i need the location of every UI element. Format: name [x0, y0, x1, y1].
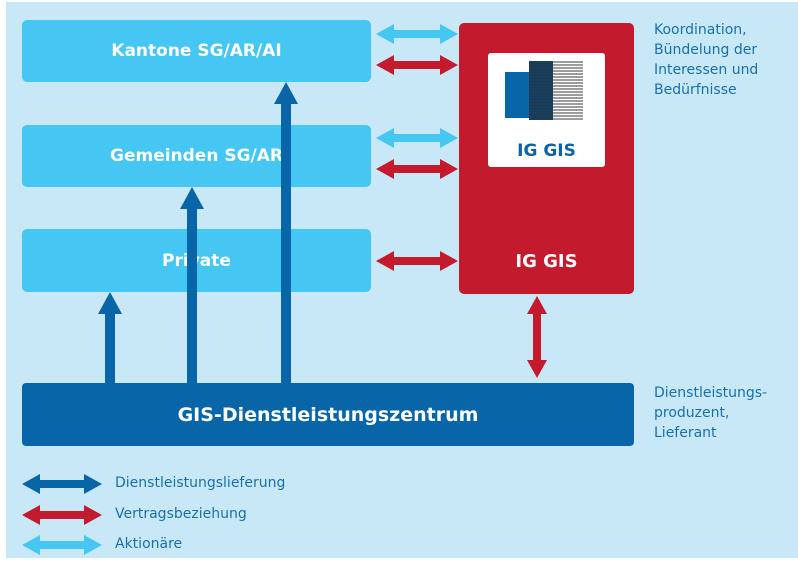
box-gemeinden-label: Gemeinden SG/AR	[109, 146, 284, 166]
box-gis-center-label: GIS-Dienstleistungszentrum	[177, 403, 479, 426]
legend-arrow-lieferung	[22, 474, 102, 494]
arrow-lieferung-kantone	[274, 82, 298, 383]
box-gemeinden: Gemeinden SG/AR	[22, 125, 371, 187]
ig-gis-logo-icon	[505, 61, 583, 120]
arrow-vertrag-gemeinden	[376, 159, 458, 179]
note-koordination: Koordination, Bündelung der Interessen u…	[654, 22, 759, 98]
legend-arrow-aktionaere	[22, 535, 102, 555]
legend-label-vertrag: Vertragsbeziehung	[115, 506, 247, 522]
arrow-vertrag-private	[376, 251, 458, 271]
legend-label-lieferung: Dienstleistungslieferung	[115, 475, 286, 491]
ig-gis-logo: IG GIS	[488, 53, 605, 167]
box-kantone: Kantone SG/AR/AI	[22, 20, 371, 82]
arrow-vertrag-gis-center	[527, 296, 547, 378]
arrow-lieferung-gemeinden	[180, 187, 204, 383]
arrow-aktionaere-kantone	[376, 24, 458, 44]
box-ig-gis-label: IG GIS	[515, 251, 578, 272]
note-dienstleistung: Dienstleistungs- produzent, Lieferant	[654, 385, 768, 441]
arrow-vertrag-kantone	[376, 55, 458, 75]
arrow-aktionaere-gemeinden	[376, 128, 458, 148]
box-ig-gis: IG GIS IG GIS	[459, 23, 634, 294]
arrow-lieferung-private	[98, 292, 122, 383]
box-gis-center: GIS-Dienstleistungszentrum	[22, 383, 634, 446]
legend-arrow-vertrag	[22, 505, 102, 525]
box-kantone-label: Kantone SG/AR/AI	[111, 41, 282, 61]
ig-gis-logo-text: IG GIS	[517, 141, 576, 161]
legend-label-aktionaere: Aktionäre	[115, 536, 183, 552]
